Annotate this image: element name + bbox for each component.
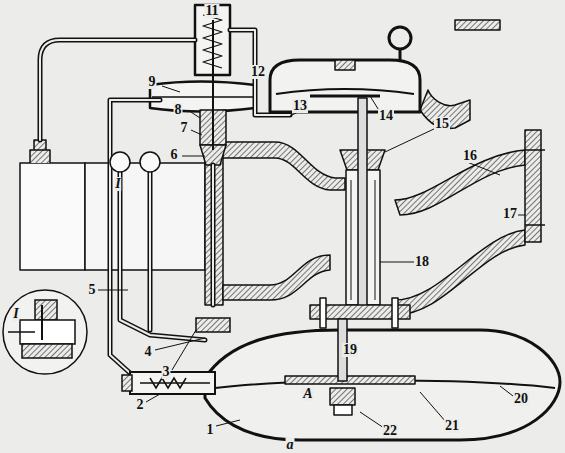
callout-number: 6 (170, 148, 179, 162)
callout-number: I (114, 177, 121, 191)
diaphragm (276, 89, 414, 94)
callout-number: 20 (513, 392, 529, 406)
callout-number: 15 (434, 117, 450, 131)
valve-stem (358, 98, 367, 308)
vessel (20, 163, 85, 270)
eye-bolt (389, 27, 411, 49)
callout-number: 9 (148, 75, 157, 89)
callout-number: 4 (144, 345, 153, 359)
callout-number: a (286, 438, 295, 452)
inlet-pipe (85, 163, 205, 270)
outlet-wall (395, 150, 525, 215)
callout-number: 17 (502, 207, 518, 221)
tube-fitting (196, 318, 230, 332)
callout-number: A (302, 387, 313, 401)
cap-housing (270, 60, 420, 112)
diaphragm-plate (285, 376, 415, 384)
callout-number: 12 (250, 65, 266, 79)
callout-number: 3 (162, 365, 171, 379)
callout-number: I (12, 307, 19, 321)
outlet-wall (395, 230, 525, 315)
detail-inset (3, 290, 87, 374)
callout-number: 19 (342, 343, 358, 357)
fitting (30, 140, 50, 163)
callout-number: 5 (88, 283, 97, 297)
callout-number: 7 (180, 121, 189, 135)
needle-valve (130, 372, 215, 394)
callout-number: 21 (444, 419, 460, 433)
callout-number: 13 (292, 99, 308, 113)
pilot-diaphragm-housing (150, 82, 255, 112)
callout-number: 11 (204, 4, 219, 18)
diaphragm-housing (205, 330, 560, 440)
callout-number: 22 (382, 424, 398, 438)
callout-number: 2 (136, 398, 145, 412)
pressure-gauge (110, 152, 130, 172)
callout-number: 14 (378, 109, 394, 123)
callout-number: 16 (462, 149, 478, 163)
callout-number: 1 (206, 423, 215, 437)
callout-number: 8 (174, 103, 183, 117)
body-wall (223, 255, 330, 300)
body-wall (223, 142, 345, 190)
pressure-gauge (140, 152, 160, 172)
callout-number: 18 (414, 255, 430, 269)
